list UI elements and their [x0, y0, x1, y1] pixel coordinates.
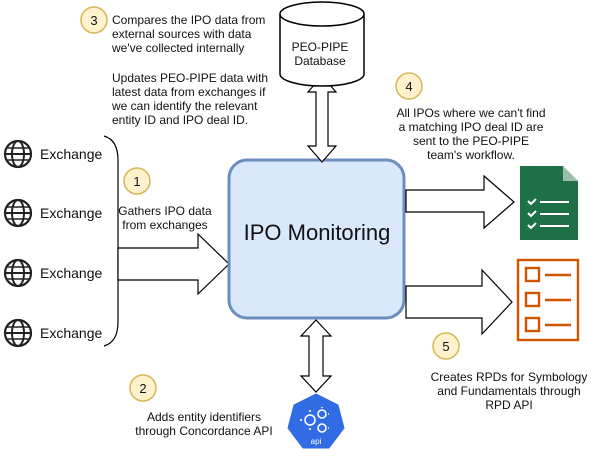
step-badge-2: 2 — [129, 374, 157, 402]
database-icon — [279, 1, 365, 87]
svg-text:2: 2 — [139, 381, 146, 396]
step-2-text: Adds entity identifiers through Concorda… — [135, 410, 273, 438]
monitoring-to-workflow-arrow — [405, 174, 515, 230]
exchanges-to-monitoring-arrow — [117, 232, 230, 296]
svg-text:4: 4 — [405, 79, 412, 94]
api-icon-label: api — [311, 437, 322, 446]
svg-text:1: 1 — [133, 174, 140, 189]
globe-icon — [3, 139, 33, 169]
globe-icon — [3, 258, 33, 288]
kubernetes-api-icon: api — [287, 393, 345, 449]
database-label: PEO-PIPE Database — [291, 40, 349, 68]
step-4-text: All IPOs where we can't find a matching … — [396, 106, 546, 162]
checklist-icon — [516, 258, 580, 342]
monitoring-to-rpd-arrow — [405, 268, 513, 336]
svg-text:3: 3 — [90, 13, 97, 28]
globe-icon — [3, 198, 33, 228]
step-3-text-secondary: Updates PEO-PIPE data with latest data f… — [112, 71, 269, 127]
exchange-label: Exchange — [40, 205, 103, 221]
svg-text:5: 5 — [442, 339, 449, 354]
ipo-monitoring-label: IPO Monitoring — [243, 220, 391, 245]
spreadsheet-icon — [520, 166, 578, 240]
step-5-text: Creates RPDs for Symbology and Fundament… — [430, 370, 588, 412]
globe-icon — [3, 318, 33, 348]
step-badge-4: 4 — [395, 72, 423, 100]
step-3-text: Compares the IPO data from external sour… — [112, 13, 266, 55]
step-badge-5: 5 — [432, 332, 460, 360]
step-badge-3: 3 — [80, 6, 108, 34]
exchange-bracket — [103, 135, 119, 347]
exchange-label: Exchange — [40, 146, 103, 162]
step-1-text: Gathers IPO data from exchanges — [118, 204, 212, 232]
database-monitoring-arrow — [306, 75, 338, 163]
ipo-monitoring-box[interactable] — [227, 158, 406, 320]
monitoring-api-arrow — [299, 319, 333, 393]
exchange-label: Exchange — [40, 265, 103, 281]
step-badge-1: 1 — [123, 167, 151, 195]
exchange-label: Exchange — [40, 325, 103, 341]
